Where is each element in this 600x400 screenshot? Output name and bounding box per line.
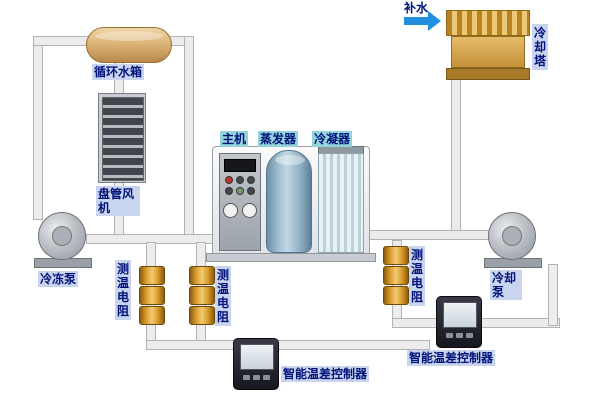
panel-button-red	[225, 176, 233, 184]
panel-gauge-row	[220, 203, 260, 218]
temp-sensor-label-left: 测温电阻	[115, 260, 131, 320]
pipe-left-riser	[33, 36, 43, 220]
temp-sensor	[383, 266, 409, 285]
cooling-pump-hub	[502, 226, 522, 246]
cooling-tower-label: 冷却塔	[532, 24, 548, 70]
controller-label-bottom: 智能温差控制器	[281, 366, 370, 382]
pipe-tower-riser	[451, 74, 461, 236]
chilled-pump-label: 冷冻泵	[38, 271, 79, 287]
chilled-pump-hub	[52, 226, 72, 246]
water-inlet-arrow-icon	[404, 17, 428, 25]
panel-button	[236, 176, 244, 184]
controller-key	[465, 333, 473, 338]
fan-coil-label: 盘管风机	[96, 186, 140, 216]
panel-button	[247, 176, 255, 184]
controller-screen	[443, 302, 477, 328]
pipe-top-left-header	[33, 36, 91, 46]
temp-sensor	[139, 266, 165, 285]
fan-coil-slats	[102, 97, 144, 181]
pressure-gauge-icon	[242, 203, 257, 218]
pressure-gauge-icon	[223, 203, 238, 218]
condenser-coil	[318, 153, 364, 253]
cooling-tower-body	[451, 36, 525, 68]
controller-key	[445, 333, 453, 338]
temp-sensor	[139, 286, 165, 305]
controller-key	[262, 375, 270, 380]
cooling-tower-louvers	[446, 10, 530, 36]
pipe-right-riser	[548, 264, 558, 326]
pipe-condenser-header	[366, 230, 492, 240]
temp-sensor-label-middle: 测温电阻	[215, 266, 231, 326]
temp-sensor	[189, 286, 215, 305]
cooling-pump-label: 冷却泵	[490, 270, 522, 300]
pipe-bottom-header	[146, 340, 430, 350]
controller-buttons	[240, 375, 272, 380]
panel-display	[224, 159, 256, 172]
panel-button-row	[220, 187, 260, 195]
temp-sensor	[383, 286, 409, 305]
controller-key	[455, 333, 463, 338]
cooling-tower-basin	[446, 68, 530, 80]
temp-diff-controller-right	[436, 296, 482, 348]
makeup-water-label: 补水	[404, 1, 429, 15]
temp-sensor-label-right: 测温电阻	[409, 246, 425, 306]
main-unit-label: 主机	[220, 131, 249, 147]
evaporator-label: 蒸发器	[258, 131, 299, 147]
temp-diff-controller-bottom	[233, 338, 279, 390]
controller-label-right: 智能温差控制器	[407, 350, 496, 366]
panel-button-row	[220, 176, 260, 184]
water-inlet-arrowhead-icon	[428, 11, 441, 31]
controller-buttons	[443, 333, 475, 338]
panel-button-green	[236, 187, 244, 195]
temp-sensor	[383, 246, 409, 265]
circulation-water-tank	[86, 27, 172, 63]
temp-sensor	[189, 266, 215, 285]
panel-button	[247, 187, 255, 195]
fan-coil-unit	[98, 93, 146, 183]
chiller-control-panel	[219, 153, 261, 251]
controller-screen	[240, 344, 274, 370]
circulation-tank-label: 循环水箱	[92, 64, 145, 80]
pipe-return-riser	[184, 36, 194, 244]
evaporator-vessel	[266, 150, 312, 253]
temp-sensor	[189, 306, 215, 325]
panel-button	[225, 187, 233, 195]
chiller-base	[206, 253, 376, 262]
temp-sensor	[139, 306, 165, 325]
controller-key	[242, 375, 250, 380]
controller-key	[252, 375, 260, 380]
condenser-label: 冷凝器	[312, 131, 353, 147]
